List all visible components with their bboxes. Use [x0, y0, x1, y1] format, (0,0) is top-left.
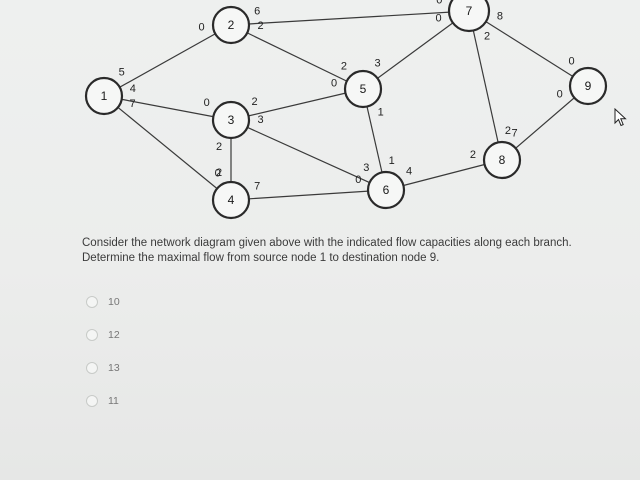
edge-1-3: [103, 95, 232, 121]
node-8: 8: [482, 140, 522, 180]
node-label: 2: [228, 18, 235, 32]
node-label: 6: [383, 183, 390, 197]
option-label: 12: [108, 329, 120, 341]
capacity-label-3-5-at-5: 0: [331, 78, 337, 90]
edge-7-8: [468, 10, 503, 161]
mouse-cursor-icon: [614, 108, 627, 127]
capacity-label-2-5-at-2: 2: [257, 20, 263, 32]
option-11[interactable]: 11: [86, 395, 119, 407]
capacity-label-2-7-at-2: 6: [254, 5, 260, 17]
option-label: 13: [108, 362, 120, 374]
node-circle: [366, 170, 406, 210]
capacity-label-7-9-at-7: 8: [497, 10, 503, 22]
node-label: 4: [228, 193, 235, 207]
node-5: 5: [343, 69, 383, 109]
node-label: 8: [499, 153, 506, 167]
capacity-label-3-6-at-3: 3: [257, 114, 263, 126]
option-10[interactable]: 10: [86, 296, 120, 308]
node-circle: [211, 100, 251, 140]
question-text: Consider the network diagram given above…: [82, 237, 572, 264]
capacity-label-5-6-at-5: 1: [378, 107, 384, 119]
capacity-label-4-6-at-4: 7: [254, 180, 260, 192]
node-circle: [343, 69, 383, 109]
edge-1-2: [103, 24, 232, 97]
capacity-label-1-3-at-3: 0: [204, 97, 210, 109]
edge-5-7: [362, 10, 470, 90]
node-circle: [482, 140, 522, 180]
node-circle: [211, 180, 251, 220]
node-label: 3: [228, 113, 235, 127]
radio-button[interactable]: [86, 329, 98, 341]
capacity-label-5-7-at-7: 0: [435, 13, 441, 25]
edge-7-9: [468, 10, 589, 87]
node-6: 6: [366, 170, 406, 210]
edge-4-6: [230, 189, 387, 201]
capacity-label-2-5-at-5: 2: [341, 60, 347, 72]
capacity-label-3-4-at-4: 2: [216, 167, 222, 179]
edge-2-5: [230, 24, 364, 90]
capacity-label-1-4-at-4: 0: [215, 168, 221, 180]
radio-button[interactable]: [86, 395, 98, 407]
node-circle: [568, 66, 608, 106]
edge-3-6: [230, 119, 387, 191]
radio-button[interactable]: [86, 362, 98, 374]
node-circle: [211, 5, 251, 45]
option-12[interactable]: 12: [86, 329, 120, 341]
capacity-label-7-8-at-8: 2: [505, 125, 511, 137]
option-label: 11: [108, 395, 119, 407]
capacity-label-1-4-at-1: 7: [129, 98, 135, 110]
node-circle: [84, 76, 124, 116]
node-9: 9: [568, 66, 608, 106]
capacity-label-6-8-at-8: 2: [470, 149, 476, 161]
node-4: 4: [211, 180, 251, 220]
node-3: 3: [211, 100, 251, 140]
capacity-label-3-5-at-3: 2: [251, 96, 257, 108]
capacity-label-7-9-at-9: 0: [569, 56, 575, 68]
capacity-label-1-2-at-1: 5: [119, 66, 125, 78]
edge-1-4: [103, 95, 232, 201]
node-label: 7: [466, 4, 473, 18]
node-label: 9: [585, 79, 592, 93]
capacity-label-3-4-at-3: 2: [216, 141, 222, 153]
capacity-label-5-6-at-6: 1: [389, 155, 395, 167]
node-label: 5: [360, 82, 367, 96]
capacity-label-3-6-at-6: 3: [363, 162, 369, 174]
node-label: 1: [101, 89, 108, 103]
capacity-label-5-7-at-5: 3: [375, 57, 381, 69]
option-13[interactable]: 13: [86, 362, 120, 374]
node-1: 1: [84, 76, 124, 116]
capacity-label-8-9-at-8: 7: [512, 127, 518, 139]
capacity-label-1-3-at-1: 4: [130, 83, 136, 95]
edge-2-7: [230, 10, 470, 26]
edge-3-5: [230, 88, 364, 121]
capacity-label-4-6-at-6: 0: [355, 174, 361, 186]
option-label: 10: [108, 296, 120, 308]
node-2: 2: [211, 5, 251, 45]
node-circle: [447, 0, 491, 33]
capacity-label-7-8-at-7: 2: [484, 31, 490, 43]
radio-button[interactable]: [86, 296, 98, 308]
capacity-label-8-9-at-9: 0: [557, 89, 563, 101]
edge-6-8: [385, 159, 503, 191]
capacity-label-6-8-at-6: 4: [406, 166, 412, 178]
node-7: 7: [447, 0, 491, 33]
capacity-label-1-2-at-2: 0: [199, 22, 205, 34]
capacity-label-2-7-at-7: 0: [436, 0, 442, 7]
